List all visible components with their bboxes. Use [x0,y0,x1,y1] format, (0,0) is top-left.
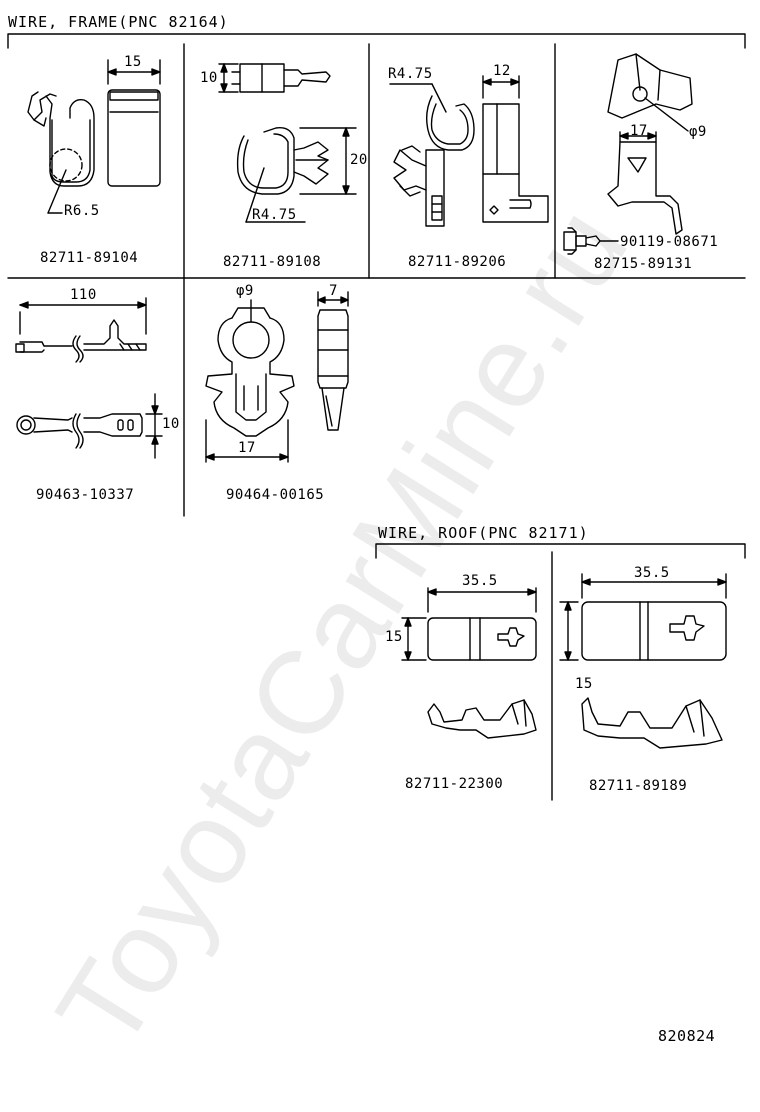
part-number-90464-00165: 90464-00165 [226,487,325,503]
dim-r6-5-part1: R6.5 [64,203,100,219]
part-number-82711-89206: 82711-89206 [408,254,507,270]
dim-15-part8: 15 [575,676,593,692]
part-82711-89104-drawing [27,59,161,214]
dim-12-part3: 12 [493,63,511,79]
dim-r4-75-part3: R4.75 [388,66,433,82]
frame-section-frame [7,33,746,517]
dim-17-part6: 17 [238,440,256,456]
part-number-82711-89104: 82711-89104 [40,250,139,266]
dim-r4-75-part2: R4.75 [252,207,297,223]
part-number-82715-89131: 82715-89131 [594,256,693,272]
roof-section-frame [375,543,746,801]
dim-17-part4: 17 [630,123,648,139]
dim-phi9-part6: φ9 [236,283,254,299]
part-number-82711-22300: 82711-22300 [405,776,504,792]
dim-phi9-part4: φ9 [689,124,707,140]
dim-20-part2: 20 [350,152,368,168]
dim-15-part7: 15 [385,629,403,645]
part-82711-89189-drawing [559,573,727,749]
part-82711-89108-drawing [218,63,357,223]
dim-10-part2: 10 [200,70,218,86]
part-82715-89131-drawing [563,53,693,255]
part-82711-22300-drawing [401,587,537,739]
part-number-82711-89108: 82711-89108 [223,254,322,270]
part-90463-10337-drawing [15,297,163,459]
dim-35-5-part8: 35.5 [634,565,670,581]
dim-110-part5: 110 [70,287,97,303]
screw-part-number: 90119-08671 [620,234,719,250]
figure-id: 820824 [658,1027,716,1045]
part-90464-00165-drawing [205,291,349,463]
dim-7-part6: 7 [329,283,338,299]
dim-35-5-part7: 35.5 [462,573,498,589]
roof-section-title: WIRE, ROOF(PNC 82171) [378,524,589,542]
part-82711-89206-drawing [389,75,549,227]
part-number-90463-10337: 90463-10337 [36,487,135,503]
frame-section-title: WIRE, FRAME(PNC 82164) [8,13,229,31]
dim-10-part5: 10 [162,416,180,432]
part-number-82711-89189: 82711-89189 [589,778,688,794]
dim-15-part1: 15 [124,54,142,70]
